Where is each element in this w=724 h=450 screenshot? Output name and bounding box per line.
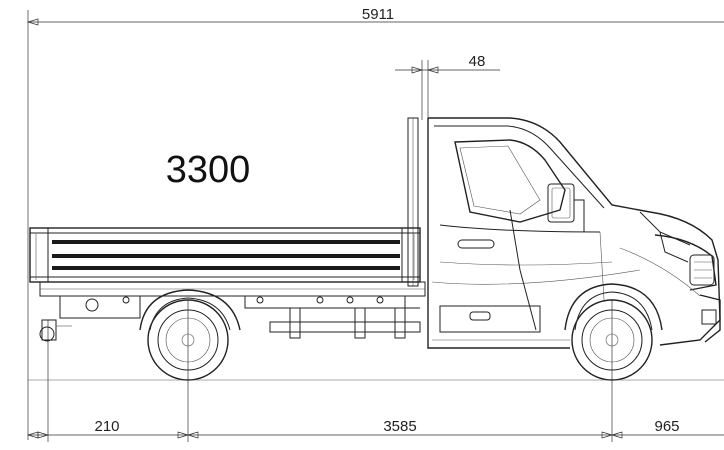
wheelbase-label: 3585	[383, 418, 416, 435]
rear-overhang-label: 210	[94, 418, 119, 435]
front-overhang-label: 965	[654, 418, 679, 435]
body-length-label: 3300	[166, 149, 251, 191]
cab	[427, 117, 721, 349]
chassis	[39, 281, 426, 342]
truck-icon	[28, 117, 724, 381]
cab-gap-label: 48	[469, 53, 486, 70]
overall-length-label: 5911	[362, 6, 394, 23]
dropside-body	[29, 227, 421, 283]
front-wheel	[564, 283, 663, 381]
dimension-lines	[26, 10, 724, 442]
rear-wheel	[139, 289, 241, 381]
headboard	[407, 117, 419, 287]
